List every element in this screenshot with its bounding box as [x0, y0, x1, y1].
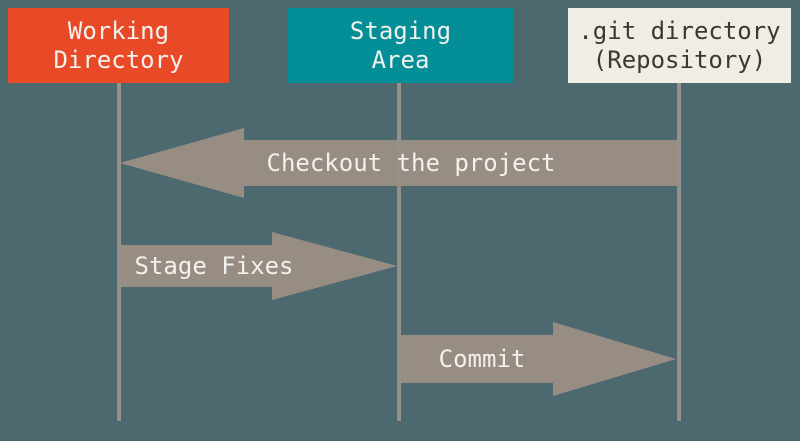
- column-header-staging-area: Staging Area: [288, 8, 513, 83]
- arrow-stage-fixes-label: Stage Fixes: [134, 252, 294, 280]
- arrow-right-head-icon: [553, 322, 676, 396]
- lifeline-staging-area: [397, 82, 401, 421]
- lifeline-working-directory: [117, 82, 121, 421]
- arrow-stage-fixes-body: [120, 245, 272, 287]
- column-header-working-directory: Working Directory: [8, 8, 229, 83]
- arrow-checkout-label: Checkout the project: [266, 149, 556, 177]
- arrow-left-head-icon: [120, 128, 244, 198]
- arrow-right-head-icon: [272, 232, 397, 300]
- working-directory-label: Working Directory: [53, 16, 184, 74]
- arrow-commit-label: Commit: [438, 345, 526, 373]
- staging-area-label: Staging Area: [349, 16, 452, 74]
- arrow-commit-body: [398, 335, 553, 383]
- column-header-git-directory: .git directory (Repository): [568, 8, 791, 83]
- lifeline-git-directory: [677, 82, 681, 421]
- git-directory-label: .git directory (Repository): [578, 16, 781, 74]
- arrow-checkout-body: [244, 140, 678, 186]
